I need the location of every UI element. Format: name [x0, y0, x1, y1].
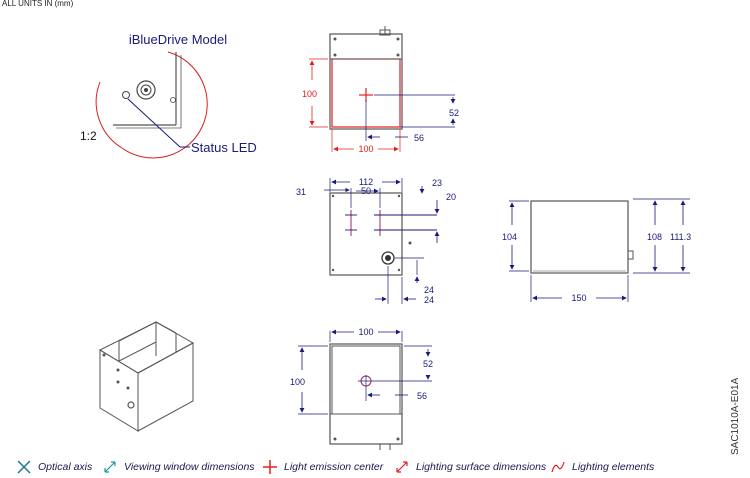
front-dim-c: 24	[424, 285, 434, 295]
top-center-x-dim: 56	[414, 133, 424, 143]
front-view: 112 31 50 23 20 24 24	[296, 177, 456, 305]
optical-axis-icon	[17, 460, 31, 474]
side-height-overall-dim: 111.3	[670, 232, 691, 242]
side-height-body-dim: 104	[502, 232, 517, 242]
bottom-center-y-dim: 52	[423, 359, 433, 369]
top-center-y-dim: 52	[449, 108, 459, 118]
lighting-surface-icon	[396, 461, 408, 473]
side-length-dim: 150	[571, 293, 586, 303]
light-emission-center-icon	[263, 460, 277, 474]
detail-title: iBlueDrive Model	[129, 32, 227, 47]
detail-scale: 1:2	[80, 129, 97, 143]
top-view: 52 100 100 56	[302, 26, 459, 154]
front-width-dim: 112	[359, 177, 373, 187]
document-number: SAC1010A-E01A	[730, 377, 741, 455]
front-connector	[381, 251, 395, 265]
front-dim-d: 24	[424, 295, 434, 305]
side-view: 104 108 111.3 150	[502, 198, 691, 303]
front-dim-b: 20	[446, 192, 456, 202]
front-offset-dim: 31	[296, 187, 306, 197]
status-led	[122, 91, 130, 99]
detail-circle	[121, 51, 208, 159]
status-led-label: Status LED	[191, 140, 257, 155]
top-width-dim: 100	[358, 144, 373, 154]
callout-leader	[127, 98, 181, 148]
isometric-view	[98, 321, 195, 432]
lighting-elements-icon	[551, 461, 565, 473]
detail-connector	[136, 80, 156, 100]
front-spacing-dim: 50	[361, 186, 371, 196]
front-dim-a: 23	[432, 178, 442, 188]
side-height-window-dim: 108	[647, 232, 662, 242]
bottom-view: 100 100 52 56	[290, 327, 433, 450]
bottom-width-dim: 100	[358, 327, 373, 337]
detail-view: iBlueDrive Model 1:2 Status LED	[80, 32, 257, 159]
bottom-height-dim: 100	[290, 377, 305, 387]
bottom-center-x-dim: 56	[417, 391, 427, 401]
top-height-dim: 100	[302, 89, 317, 99]
legend: Optical axis Viewing window dimensions L…	[0, 458, 750, 478]
units-note: ALL UNITS IN (mm)	[2, 0, 74, 8]
viewing-window-icon	[104, 461, 116, 473]
